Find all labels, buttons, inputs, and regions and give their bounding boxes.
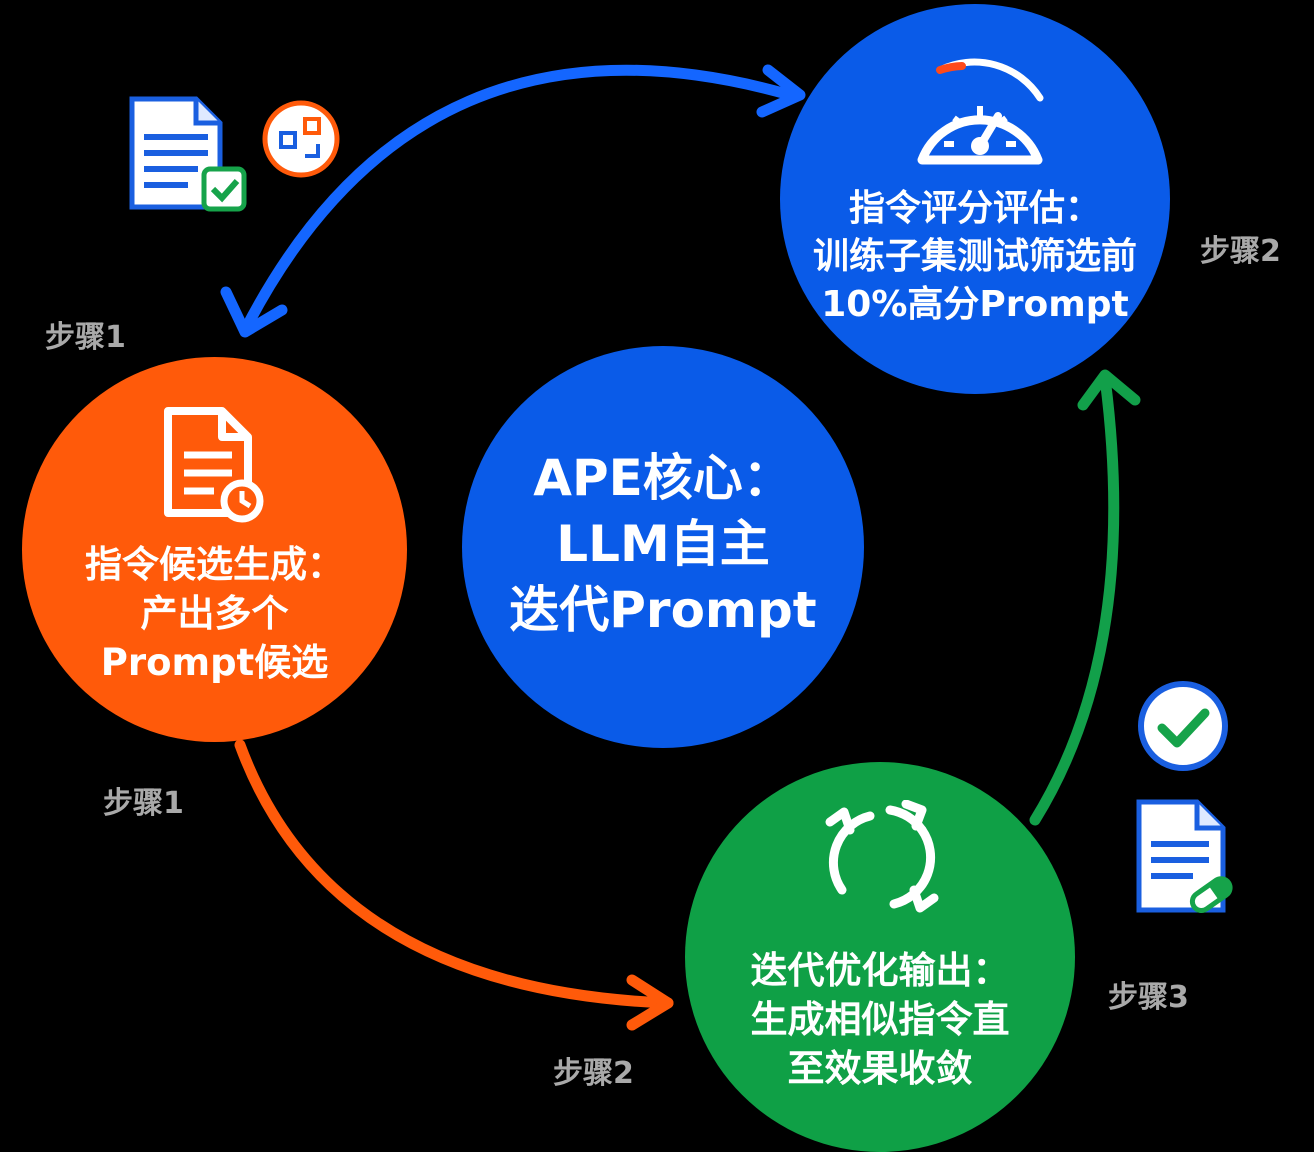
cycle-arrows [220, 64, 1141, 1031]
center-circle [462, 346, 864, 748]
step1-circle [22, 357, 407, 742]
arrow-step3-to-step2 [1029, 372, 1120, 826]
step2-text: 指令评分评估： 训练子集测试筛选前 10%高分Prompt [790, 185, 1160, 329]
step3-line3: 至效果收敛 [787, 1047, 973, 1090]
refresh-icon [825, 800, 939, 913]
center-line2: LLM自主 [556, 515, 770, 573]
step1-label: 步骤1 [45, 320, 126, 355]
step3-title: 迭代优化输出： [750, 949, 1010, 992]
arrow-step2-to-step1 [239, 64, 796, 336]
document-edit-icon [1136, 799, 1233, 913]
document-check-icon [129, 96, 247, 212]
document-clock-icon [164, 407, 264, 523]
step2-line3: 10%高分Prompt [821, 284, 1129, 325]
step2-line2: 训练子集测试筛选前 [812, 236, 1137, 277]
step1-line3: Prompt候选 [100, 641, 329, 684]
center-text: APE核心： LLM自主 迭代Prompt [470, 445, 856, 643]
step3-text: 迭代优化输出： 生成相似指令直 至效果收敛 [700, 946, 1060, 1093]
step3-line2: 生成相似指令直 [750, 998, 1010, 1041]
speedometer-icon [917, 58, 1044, 165]
arrow-step1-to-step3 [234, 739, 674, 1009]
step2-circle [780, 4, 1170, 394]
step1-title: 指令候选生成： [85, 543, 344, 586]
center-line1: APE核心： [533, 449, 793, 507]
step2-title: 指令评分评估： [848, 188, 1101, 229]
ape-cycle-diagram: 指令候选生成： 产出多个 Prompt候选 指令评分评估： 训练子集测试筛选前 … [22, 4, 1281, 1152]
extra-step2-label: 步骤2 [553, 1056, 634, 1091]
arrowhead-step2 [756, 64, 806, 118]
checkmark-circle-icon [1138, 681, 1228, 771]
arrowhead-step2-green [1077, 369, 1141, 411]
step3-label: 步骤3 [1108, 980, 1189, 1015]
arrowhead-step1 [220, 286, 288, 338]
extra-step1-label: 步骤1 [103, 786, 184, 821]
step1-text: 指令候选生成： 产出多个 Prompt候选 [32, 540, 397, 687]
center-line3: 迭代Prompt [509, 581, 817, 639]
step1-line2: 产出多个 [140, 592, 289, 635]
step2-label: 步骤2 [1200, 234, 1281, 269]
grid-nodes-icon [262, 100, 340, 178]
arrowhead-step3-orange [626, 974, 674, 1031]
